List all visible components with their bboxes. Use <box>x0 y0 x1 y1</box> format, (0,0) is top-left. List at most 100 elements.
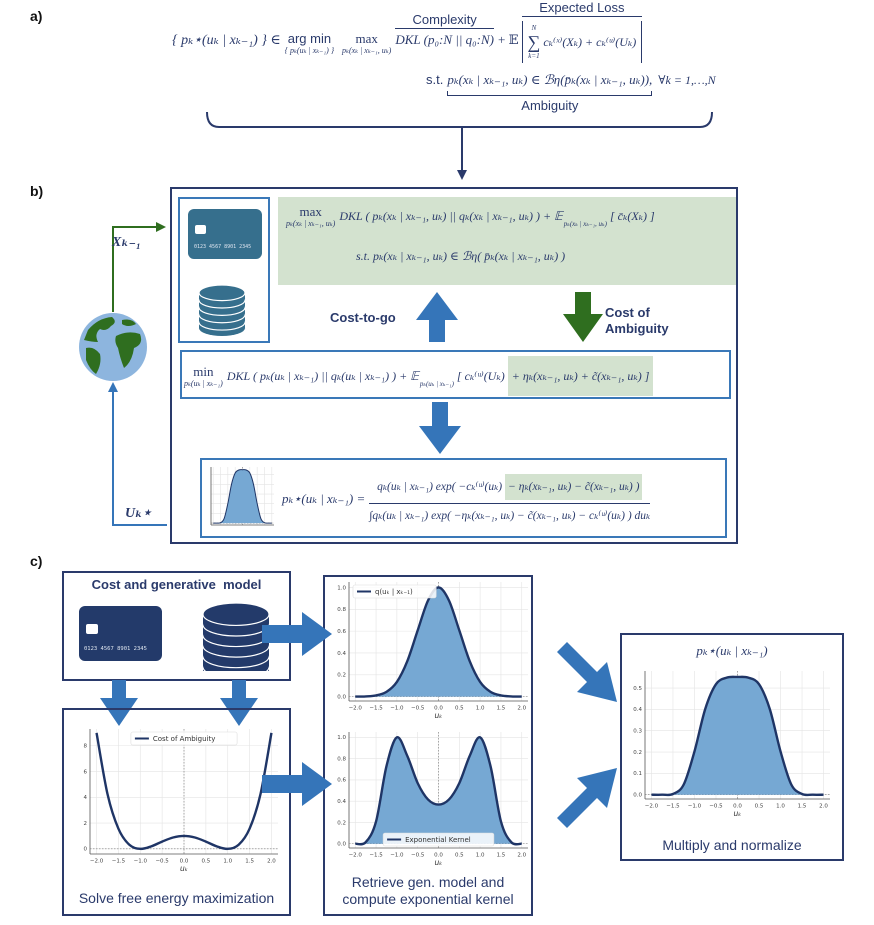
complexity-group: Complexity DKL (p₀:N || q₀:N) <box>395 12 494 48</box>
complexity-term: DKL (p₀:N || q₀:N) <box>395 28 494 48</box>
max-text: max <box>299 204 322 219</box>
panel-label-a: a) <box>30 8 43 24</box>
recursive-scheme-box <box>170 187 738 544</box>
x-tick-label: 0.5 <box>755 804 764 810</box>
kl-expectation-term: DKL ( pₖ(xₖ | xₖ₋₁, uₖ) || qₖ(xₖ | xₖ₋₁,… <box>339 209 563 223</box>
max-text: max <box>355 31 378 46</box>
right-arrow-icon <box>262 612 332 656</box>
x-axis-label: uₖ <box>435 858 443 867</box>
y-tick-label: 8 <box>84 744 88 750</box>
y-tick-label: 0.5 <box>633 686 642 692</box>
right-arrow-icon <box>262 762 332 806</box>
x-tick-label: −1.0 <box>390 706 404 712</box>
policy-denominator: ∫qₖ(uₖ | xₖ₋₁) exp( −ηₖ(xₖ₋₁, uₖ) − c̃(x… <box>369 509 651 522</box>
legend-label: Exponential Kernel <box>405 836 471 844</box>
result-box: pₖ⋆(uₖ | xₖ₋₁) Multiply and normalize <box>620 633 844 861</box>
x-tick-label: 0.0 <box>434 706 443 712</box>
cost-of-ambiguity-label: Cost of Ambiguity <box>605 305 669 336</box>
expected-loss-label: Expected Loss <box>539 0 625 15</box>
x-tick-label: 0.0 <box>180 859 189 865</box>
ambiguity-underbrace <box>447 91 653 96</box>
ambiguity-constraint: s.t. pₖ(xₖ | xₖ₋₁, uₖ) ∈ ℬη( p̄ₖ(xₖ | xₖ… <box>356 249 566 263</box>
x-tick-label: 0.5 <box>455 706 464 712</box>
cost-term: [ c̄ₖ(Xₖ) ] <box>609 209 655 223</box>
policy-fraction: qₖ(uₖ | xₖ₋₁) exp( −cₖ⁽ᵘ⁾(uₖ) − ηₖ(xₖ₋₁,… <box>369 473 651 525</box>
action-label: Uₖ⋆ <box>125 506 152 521</box>
x-axis-label: uₖ <box>734 809 742 818</box>
free-energy-box: Solve free energy maximization <box>62 708 291 916</box>
result-title: pₖ⋆(uₖ | xₖ₋₁) <box>696 643 768 658</box>
y-tick-label: 1.0 <box>337 735 346 741</box>
x-tick-label: −1.5 <box>369 706 383 712</box>
fraction-bar <box>369 502 651 504</box>
legend-box <box>130 731 238 746</box>
series-line <box>355 736 522 846</box>
down-arrow-green-icon <box>563 292 603 342</box>
x-tick-label: −2.0 <box>349 706 363 712</box>
x-tick-label: 2.0 <box>517 706 526 712</box>
credit-card-icon: 0123 4567 8901 2345 <box>79 606 162 661</box>
policy-lhs: pₖ⋆(uₖ | xₖ₋₁) = <box>282 491 366 506</box>
x-tick-label: −2.0 <box>349 853 363 859</box>
ambiguity-label: Ambiguity <box>521 98 579 113</box>
x-tick-label: 0.5 <box>201 859 210 865</box>
constraint-forall: ∀k = 1,…,N <box>658 73 716 87</box>
kl-expectation-term: DKL ( pₖ(uₖ | xₖ₋₁) || qₖ(uₖ | xₖ₋₁) ) +… <box>226 368 419 383</box>
y-tick-label: 1.0 <box>337 585 346 591</box>
feedback-loop-arrows <box>108 222 167 526</box>
y-tick-label: 0.2 <box>633 750 642 756</box>
x-tick-label: −1.5 <box>666 804 680 810</box>
x-tick-label: −1.5 <box>112 859 126 865</box>
x-tick-label: 0.0 <box>733 804 742 810</box>
y-tick-label: 0.4 <box>337 799 346 805</box>
x-tick-label: 1.0 <box>476 853 485 859</box>
policy-numerator-line: qₖ(uₖ | xₖ₋₁) exp( −cₖ⁽ᵘ⁾(uₖ) − ηₖ(xₖ₋₁,… <box>377 473 643 500</box>
series-fill <box>213 469 272 524</box>
x-tick-label: −1.5 <box>369 853 383 859</box>
up-arrow-icon <box>416 292 458 342</box>
series-line <box>213 469 272 524</box>
y-tick-label: 4 <box>84 795 88 801</box>
card-number: 0123 4567 8901 2345 <box>84 646 147 652</box>
series-fill <box>355 587 522 697</box>
x-tick-label: −0.5 <box>155 859 169 865</box>
x-tick-label: 1.5 <box>497 706 506 712</box>
y-tick-label: 0.0 <box>633 793 642 799</box>
database-layer-top <box>202 602 270 627</box>
result-caption: Multiply and normalize <box>662 837 802 853</box>
x-tick-label: −1.0 <box>688 804 702 810</box>
cost-to-go-label: Cost-to-go <box>330 310 396 325</box>
policy-numerator: qₖ(uₖ | xₖ₋₁) exp( −cₖ⁽ᵘ⁾(uₖ) <box>377 480 503 493</box>
argmin-operator: arg min{ pₖ(uₖ | xₖ₋₁) } <box>284 32 335 56</box>
series-fill <box>355 737 522 845</box>
optimal-policy-box: pₖ⋆(uₖ | xₖ₋₁) = qₖ(uₖ | xₖ₋₁) exp( −cₖ⁽… <box>200 458 727 538</box>
x-axis-label: uₖ <box>180 864 188 873</box>
credit-card-icon: 0123 4567 8901 2345 <box>188 209 262 259</box>
min-subscript: pₖ(uₖ | xₖ₋₁) <box>184 378 223 388</box>
y-tick-label: 0.8 <box>337 607 346 613</box>
legend-box <box>352 584 437 599</box>
max-subscript: pₖ(xₖ | xₖ₋₁, uₖ) <box>342 46 392 55</box>
max-subscript: pₖ(xₖ | xₖ₋₁, uₖ) <box>286 219 336 228</box>
objective-lhs: { pₖ⋆(uₖ | xₖ₋₁) } ∈ <box>172 33 281 48</box>
x-tick-label: −0.5 <box>709 804 723 810</box>
sum-lower-limit: k=1 <box>528 52 540 60</box>
panel-label-b: b) <box>30 183 44 199</box>
y-tick-label: 0 <box>84 847 88 853</box>
card-chip <box>86 624 98 634</box>
y-tick-label: 6 <box>84 769 88 775</box>
x-tick-label: 2.0 <box>267 859 276 865</box>
globe-icon <box>79 313 147 381</box>
x-tick-label: −2.0 <box>645 804 659 810</box>
x-tick-label: 1.5 <box>798 804 807 810</box>
min-text: min <box>193 363 214 379</box>
x-tick-label: 1.0 <box>476 706 485 712</box>
argmin-subscript: { pₖ(uₖ | xₖ₋₁) } <box>284 46 335 55</box>
card-number: 0123 4567 8901 2345 <box>194 244 252 250</box>
ambiguity-group: pₖ(xₖ | xₖ₋₁, uₖ) ∈ ℬη(p̄ₖ(xₖ | xₖ₋₁, uₖ… <box>447 72 653 114</box>
